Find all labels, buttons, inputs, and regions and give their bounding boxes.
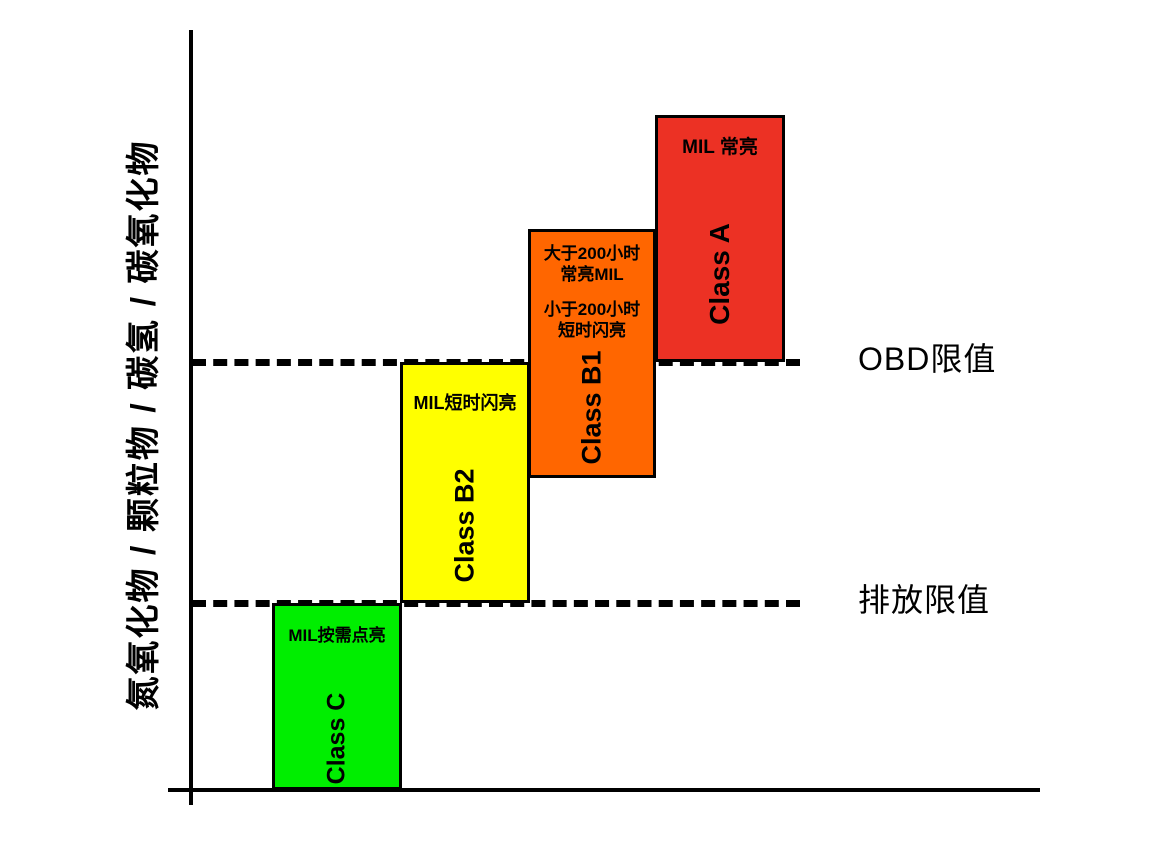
bar-class-b2-label: Class B2	[449, 468, 480, 583]
bar-class-c-label: Class C	[322, 692, 351, 785]
bar-class-b1: 大于200小时常亮MIL 小于200小时短时闪亮 Class B1	[528, 229, 656, 478]
bar-class-b1-note-primary: 大于200小时常亮MIL	[543, 244, 641, 284]
bar-class-b1-note-secondary: 小于200小时短时闪亮	[543, 300, 641, 340]
y-axis-label: 氮氧化物 / 颗粒物 / 碳氢 / 碳氧化物	[124, 139, 163, 711]
obd-limit-label: OBD限值	[858, 341, 997, 377]
bar-class-c-note: MIL按需点亮	[288, 626, 386, 645]
bar-class-b2: MIL短时闪亮 Class B2	[400, 362, 530, 603]
x-axis-line	[168, 788, 1040, 792]
emission-limit-label: 排放限值	[858, 582, 991, 618]
bar-class-a: MIL 常亮 Class A	[655, 115, 785, 362]
bar-class-a-label: Class A	[704, 223, 735, 325]
bar-class-a-note: MIL 常亮	[682, 137, 758, 158]
y-axis-line	[189, 30, 193, 805]
bar-class-b2-note: MIL短时闪亮	[413, 393, 517, 413]
bar-class-b1-label: Class B1	[576, 350, 607, 465]
bar-class-c: MIL按需点亮 Class C	[272, 603, 402, 790]
emission-limit-line	[192, 600, 800, 607]
